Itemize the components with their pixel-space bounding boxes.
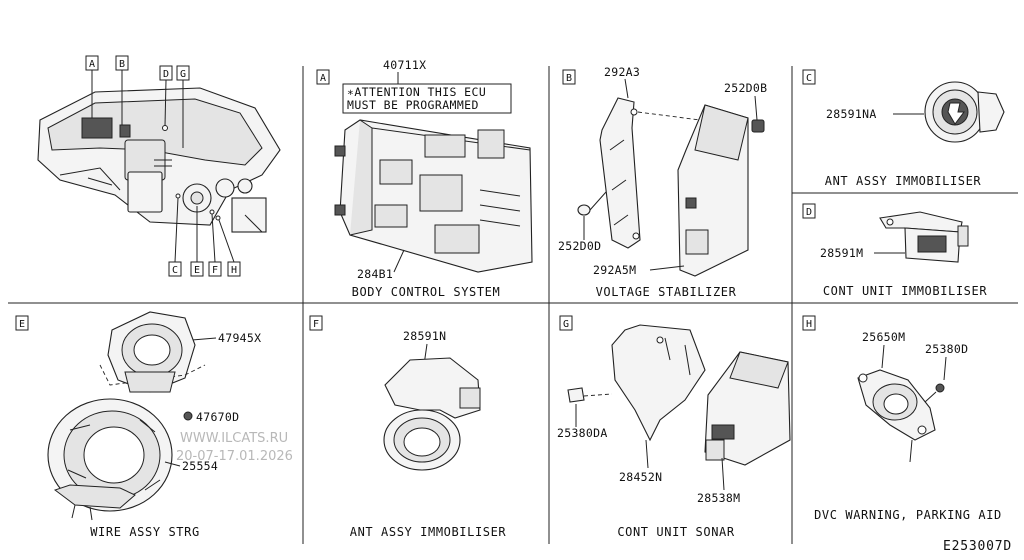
panel-dividers [8, 66, 1018, 544]
part-number-28538m: 28538M [697, 491, 740, 505]
part-number-292a5m: 292A5M [593, 263, 636, 277]
ecu-note-line2: MUST BE PROGRAMMED [347, 98, 479, 112]
callout-e-label: E [194, 265, 200, 276]
panel-f: F 28591N ANT ASSY IMMOBILISER [309, 315, 507, 539]
callout-c-label: C [172, 265, 178, 276]
immobiliser-antenna-coil [384, 357, 481, 419]
panel-c-letter: C [806, 73, 812, 84]
panel-f-caption: ANT ASSY IMMOBILISER [350, 525, 507, 539]
callout-a-label: A [89, 59, 95, 70]
callout-d: D [159, 65, 173, 127]
callout-h-label: H [231, 265, 237, 276]
panel-d-caption: CONT UNIT IMMOBILISER [823, 284, 987, 298]
callout-f: F [208, 213, 222, 277]
overview-callouts: A B D G C E F [85, 55, 241, 277]
callout-b: B [115, 55, 129, 125]
panel-h-caption: DVC WARNING, PARKING AID [814, 508, 1002, 522]
diagram-code: E253007D [943, 539, 1012, 554]
part-number-28452n: 28452N [619, 470, 662, 484]
watermark-line1: WWW.ILCATS.RU [180, 431, 288, 446]
callout-h: H [218, 219, 241, 277]
part-number-47945x: 47945X [218, 331, 261, 345]
panel-a-caption: BODY CONTROL SYSTEM [352, 285, 501, 299]
dashboard-overview [37, 87, 281, 233]
panel-d: D 28591M CONT UNIT IMMOBILISER [802, 203, 987, 298]
callout-d-label: D [163, 69, 169, 80]
part-number-40711x: 40711X [383, 58, 426, 72]
part-number-292a3: 292A3 [604, 65, 640, 79]
panel-b-letter: B [566, 73, 572, 84]
panel-d-letter: D [806, 207, 812, 218]
part-number-252d0d: 252D0D [558, 239, 601, 253]
panel-f-letter: F [313, 319, 319, 330]
part-number-28591na: 28591NA [826, 107, 877, 121]
watermark-line2: 20-07-17.01.2026 [176, 449, 293, 464]
part-number-28591n: 28591N [403, 329, 446, 343]
panel-g-caption: CONT UNIT SONAR [617, 525, 735, 539]
part-number-47670d: 47670D [196, 410, 239, 424]
panel-e: E 47945X 47670D 25554 WIRE ASSY STRG WWW… [15, 311, 293, 539]
part-number-25380d: 25380D [925, 342, 968, 356]
panel-e-letter: E [19, 319, 25, 330]
part-number-28591m: 28591M [820, 246, 863, 260]
stabilizer-bracket [599, 97, 641, 249]
callout-g: G [176, 65, 190, 134]
callout-b-label: B [119, 59, 125, 70]
callout-c: C [168, 197, 182, 277]
callout-g-label: G [180, 69, 186, 80]
panel-c-caption: ANT ASSY IMMOBILISER [825, 174, 982, 188]
panel-g-letter: G [563, 319, 569, 330]
callout-f-label: F [212, 265, 218, 276]
sonar-bracket [611, 324, 706, 442]
panel-b-caption: VOLTAGE STABILIZER [596, 285, 737, 299]
ecu-note-line1: ∗ATTENTION THIS ECU [347, 85, 486, 99]
panel-a: A ∗ATTENTION THIS ECU MUST BE PROGRAMMED… [316, 58, 533, 299]
part-number-284b1: 284B1 [357, 267, 393, 281]
part-number-252d0b: 252D0B [724, 81, 767, 95]
part-number-25380da: 25380DA [557, 426, 608, 440]
callout-e: E [190, 206, 204, 277]
panel-b: B 292A3 252D0B 252D0D 292A5M VOLTAGE STA… [558, 65, 767, 299]
part-number-25554: 25554 [182, 459, 218, 473]
panel-a-letter: A [320, 73, 326, 84]
panel-c: C 28591NA ANT ASSY IMMOBILISER [802, 69, 1005, 188]
panel-g: G 25380DA 28452N 28538M CONT UNIT SONAR [557, 315, 791, 539]
panel-h: H 25650M 25380D DVC WARNING, PARKING AID [802, 315, 1002, 522]
part-number-25650m: 25650M [862, 330, 905, 344]
callout-a: A [85, 55, 99, 118]
panel-h-letter: H [806, 319, 812, 330]
panel-e-caption: WIRE ASSY STRG [90, 525, 200, 539]
